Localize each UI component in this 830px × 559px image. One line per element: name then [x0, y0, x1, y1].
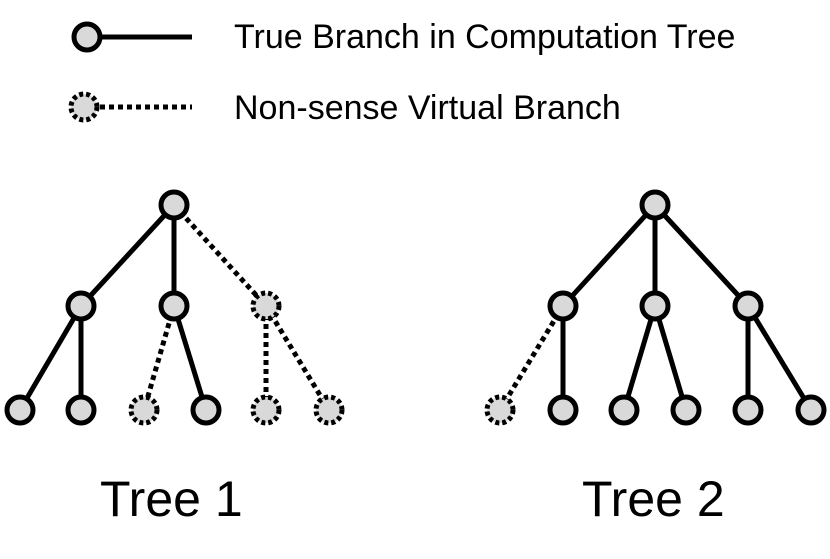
tree-node-c — [732, 290, 764, 322]
tree-node-c2 — [795, 394, 827, 426]
tree-node-c1 — [732, 394, 764, 426]
tree-node-b — [639, 290, 671, 322]
true-branch-edge-b-b2 — [652, 305, 689, 411]
tree-node-b1 — [608, 394, 640, 426]
virtual-node-a1 — [484, 394, 516, 426]
tree-node-b2 — [190, 394, 222, 426]
tree-node-a — [65, 290, 97, 322]
virtual-branch-edge-c-c2 — [263, 304, 332, 412]
virtual-branch-edge-root-c — [172, 203, 268, 308]
tree-node-b2 — [670, 394, 702, 426]
legend-virtual-node — [68, 91, 100, 123]
legend-true-branch — [71, 21, 192, 53]
virtual-node-c2 — [313, 394, 345, 426]
true-branch-edge-root-c — [653, 203, 750, 308]
tree-node-root — [639, 189, 671, 221]
tree-2 — [484, 189, 827, 426]
virtual-node-c1 — [250, 394, 282, 426]
legend-true-node — [71, 21, 103, 53]
true-branch-edge-a-a1 — [17, 304, 84, 412]
true-branch-edge-root-a — [79, 203, 176, 308]
tree-node-b — [158, 290, 190, 322]
tree-node-a — [547, 290, 579, 322]
true-branch-edge-b-b1 — [621, 305, 658, 411]
true-branch-edge-root-a — [561, 203, 657, 308]
tree-node-a2 — [547, 394, 579, 426]
legend-virtual-branch — [68, 91, 192, 123]
virtual-branch-edge-b-b1 — [141, 305, 177, 411]
virtual-node-b1 — [128, 394, 160, 426]
tree-node-a2 — [65, 394, 97, 426]
legend-true-branch-label: True Branch in Computation Tree — [234, 18, 736, 56]
legend-virtual-branch-label: Non-sense Virtual Branch — [234, 89, 621, 127]
tree-2-title: Tree 2 — [582, 471, 725, 527]
virtual-branch-edge-a-a1 — [497, 304, 566, 412]
tree-node-a1 — [4, 394, 36, 426]
true-branch-edge-b-b2 — [171, 305, 209, 411]
tree-node-root — [158, 189, 190, 221]
tree-1-title: Tree 1 — [100, 471, 243, 527]
virtual-node-c — [250, 290, 282, 322]
tree-1 — [4, 189, 345, 426]
true-branch-edge-c-c2 — [745, 304, 814, 412]
